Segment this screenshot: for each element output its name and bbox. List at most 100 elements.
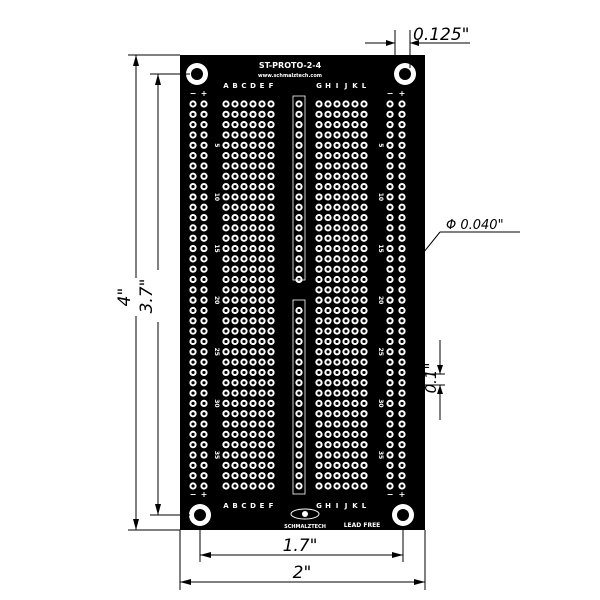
pad (189, 244, 197, 253)
pad (295, 368, 303, 377)
pad (398, 265, 406, 273)
pad (231, 358, 239, 366)
pad (267, 182, 275, 191)
pad (222, 451, 230, 459)
pad (398, 337, 406, 346)
pad (333, 162, 341, 170)
pad (398, 244, 406, 253)
pad (240, 441, 248, 449)
pad (231, 337, 239, 346)
pad (324, 203, 332, 211)
pad (200, 234, 208, 242)
pad (386, 224, 394, 232)
mount-hole-bottom-right (392, 504, 414, 526)
pad (342, 162, 350, 170)
pad (324, 399, 332, 408)
pad (267, 255, 275, 263)
pad (342, 234, 350, 242)
pad (386, 203, 394, 211)
pad (258, 368, 266, 377)
pad (398, 399, 406, 408)
pad (258, 420, 266, 428)
pad (295, 275, 303, 284)
pad (386, 430, 394, 438)
pad (200, 100, 208, 108)
pad (342, 141, 350, 149)
pad (222, 255, 230, 263)
pad (333, 358, 341, 366)
pad (189, 348, 197, 356)
pad (351, 306, 359, 315)
pad (360, 389, 368, 397)
pad (189, 296, 197, 304)
pad (240, 286, 248, 294)
row-label: 35 (377, 451, 384, 459)
pad (386, 234, 394, 242)
pad (324, 420, 332, 428)
pad (267, 286, 275, 294)
pad (342, 172, 350, 180)
pad (360, 224, 368, 232)
pad (258, 296, 266, 304)
pad (315, 110, 323, 118)
pad (200, 379, 208, 387)
pad (240, 306, 248, 315)
pad (351, 100, 359, 108)
pad (200, 275, 208, 284)
pad (258, 306, 266, 315)
pad (258, 461, 266, 469)
pad (315, 472, 323, 480)
pad (351, 451, 359, 459)
pad (200, 110, 208, 118)
pad (398, 441, 406, 449)
pad (240, 461, 248, 469)
row-label: 15 (213, 244, 220, 252)
pad (315, 265, 323, 273)
pad (360, 110, 368, 118)
pad (342, 482, 350, 490)
pad (249, 244, 257, 253)
pad (324, 389, 332, 397)
pad (398, 213, 406, 222)
pad (315, 152, 323, 160)
pad (398, 182, 406, 191)
pad (333, 152, 341, 160)
pad (258, 451, 266, 459)
pad (360, 306, 368, 315)
pad (200, 286, 208, 294)
pad (222, 110, 230, 118)
pad (360, 193, 368, 201)
pad (200, 244, 208, 253)
pad (189, 410, 197, 418)
pad (333, 193, 341, 201)
pad (189, 255, 197, 263)
pad (200, 306, 208, 315)
pad (315, 317, 323, 325)
pad (360, 265, 368, 273)
pad (222, 379, 230, 387)
pad (386, 379, 394, 387)
pad (398, 358, 406, 366)
pad (315, 286, 323, 294)
row-label: 5 (213, 143, 220, 147)
rail-minus-label: − (387, 490, 394, 499)
pad (386, 472, 394, 480)
pad (240, 162, 248, 170)
pad (200, 337, 208, 346)
pad (342, 121, 350, 129)
pad (324, 482, 332, 490)
pad (342, 110, 350, 118)
pad (342, 420, 350, 428)
pad (315, 410, 323, 418)
mount-hole-top-left (186, 63, 208, 85)
pad (398, 275, 406, 284)
pad (267, 213, 275, 222)
pad (200, 265, 208, 273)
pad (398, 121, 406, 129)
pad (240, 203, 248, 211)
pad (249, 131, 257, 139)
pad (324, 317, 332, 325)
pad (315, 100, 323, 108)
pad (324, 472, 332, 480)
pad (267, 472, 275, 480)
